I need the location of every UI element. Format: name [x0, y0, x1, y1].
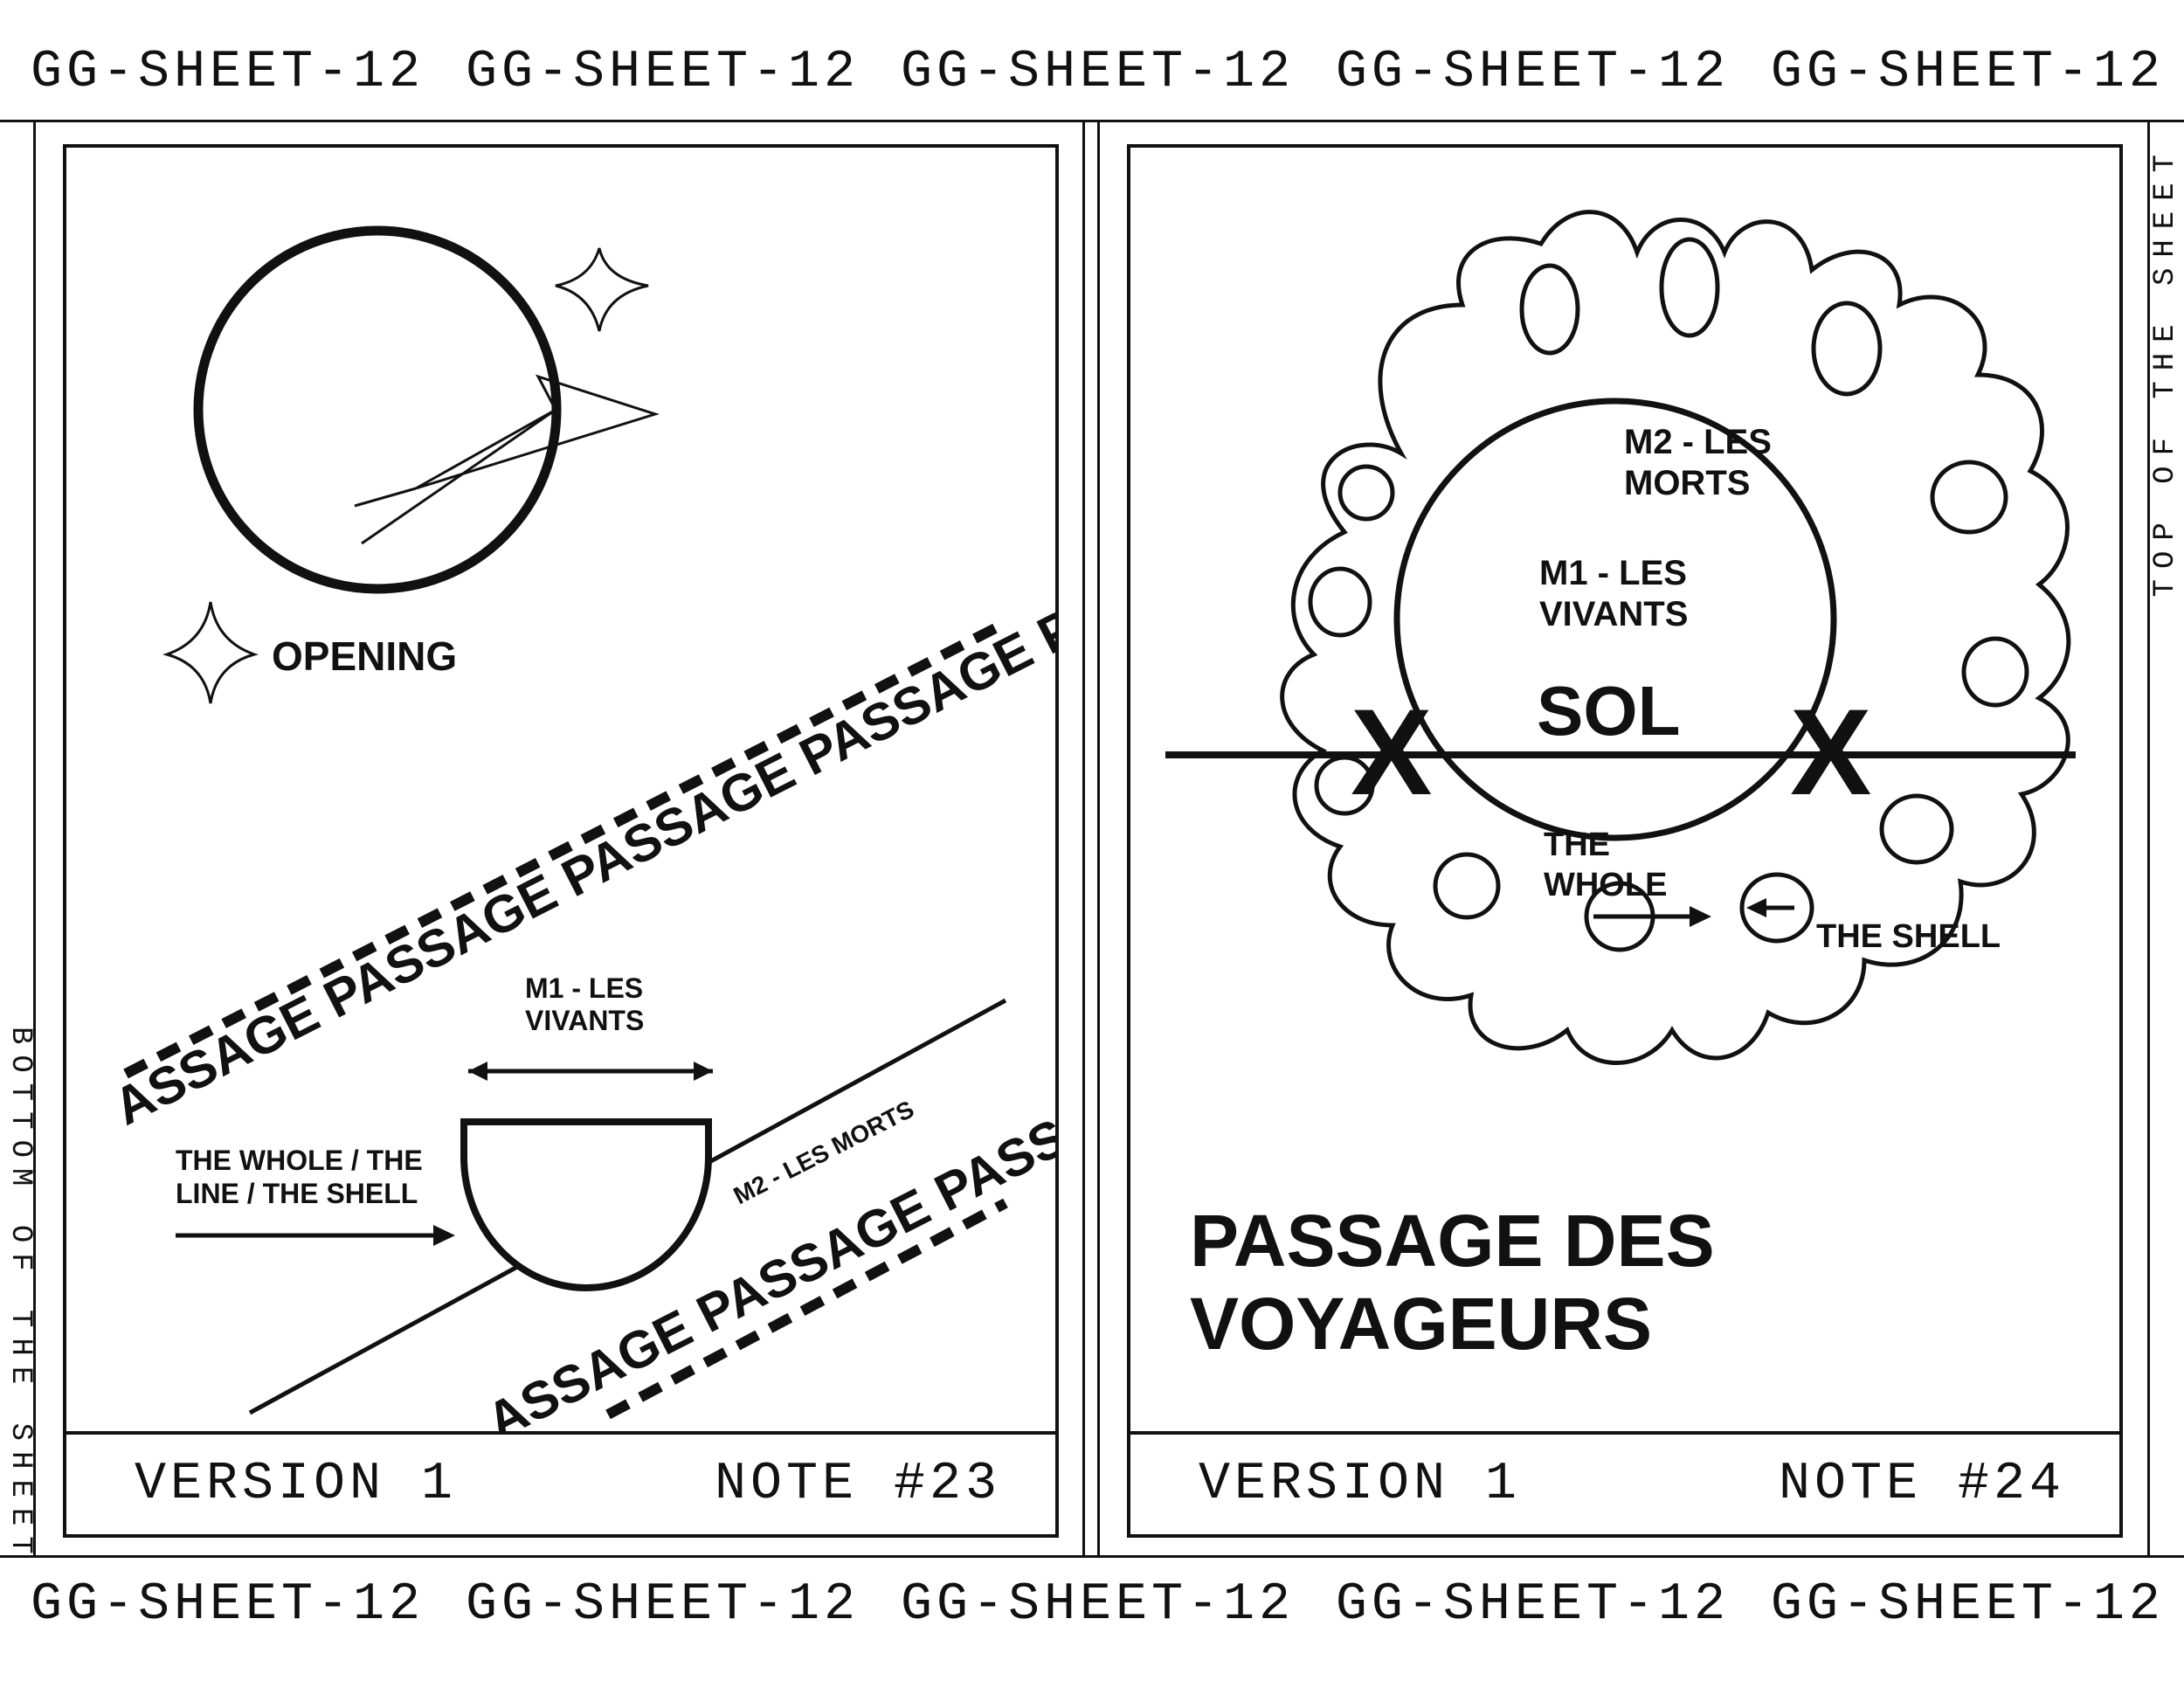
card-footer: VERSION 1 NOTE #24	[1130, 1431, 2119, 1534]
version-label: VERSION 1	[1199, 1455, 1522, 1514]
star-icon	[555, 247, 649, 332]
m2-label-line2: MORTS	[1624, 464, 1750, 502]
passage-band-upper-edge	[123, 618, 1008, 1079]
center-rule-b	[1097, 121, 1100, 1557]
half-bowl-shape	[460, 1118, 712, 1291]
bottom-of-sheet-label: BOTTOM OF THE SHEET	[3, 1027, 37, 1565]
arrowhead-icon	[694, 1062, 713, 1081]
note-card-23: OPENING ASSAGE PASSAGE PASSAGE PASSAGE P…	[63, 144, 1059, 1538]
opening-label: OPENING	[272, 633, 457, 679]
footer-rule	[0, 1555, 2184, 1558]
card-footer: VERSION 1 NOTE #23	[66, 1431, 1055, 1534]
arrowhead-icon	[1690, 906, 1711, 927]
sheet-id: GG-SHEET-12	[900, 43, 1296, 102]
sol-diagram: X X M2 - LES MORTS M1 - LES VIVANTS SOL …	[1165, 210, 2076, 1365]
passage-band-upper-text: ASSAGE PASSAGE PASSAGE PASSAGE PASSA	[104, 533, 1055, 1136]
m1-label-line2: VIVANTS	[1539, 595, 1688, 633]
m1-circle	[1393, 398, 1837, 841]
header-rule	[0, 120, 2184, 122]
whole-label-line2: LINE / THE SHELL	[176, 1178, 418, 1209]
sheet-id: GG-SHEET-12	[900, 1575, 1296, 1635]
version-label: VERSION 1	[135, 1455, 458, 1514]
sheet-id: GG-SHEET-12	[465, 1575, 860, 1635]
m1-label-line2: VIVANTS	[525, 1005, 644, 1036]
diagram-title-line2: VOYAGEURS	[1190, 1283, 1652, 1365]
m1-label-line1: M1 - LES	[525, 972, 643, 1004]
m2-label-line1: M2 - LES	[1624, 423, 1772, 461]
right-margin-rule	[2147, 121, 2150, 1557]
sheet-header: GG-SHEET-12 GG-SHEET-12 GG-SHEET-12 GG-S…	[0, 24, 2184, 121]
whole-label-line1: THE	[1544, 827, 1610, 863]
whole-label-line1: THE WHOLE / THE	[176, 1145, 423, 1176]
sheet-id: GG-SHEET-12	[1770, 43, 2165, 102]
passage-band-lower-edge	[605, 1198, 1008, 1420]
opening-star-icon	[162, 601, 259, 704]
left-cross-mark: X	[1351, 683, 1432, 820]
note-number: NOTE #24	[1778, 1455, 2065, 1514]
sheet-id: GG-SHEET-12	[31, 43, 425, 102]
sheet-id: GG-SHEET-12	[31, 1575, 425, 1635]
diagram-title-line1: PASSAGE DES	[1190, 1200, 1715, 1282]
whole-label-line2: WHOLE	[1544, 867, 1667, 903]
opening-circle	[193, 225, 562, 594]
note-number: NOTE #23	[714, 1455, 1001, 1514]
sol-label: SOL	[1537, 672, 1680, 750]
sheet-id: GG-SHEET-12	[1335, 43, 1730, 102]
left-margin-rule	[33, 121, 36, 1557]
arrowhead-icon	[433, 1225, 455, 1246]
shell-label: THE SHELL	[1816, 918, 2001, 955]
arrowhead-icon	[468, 1062, 487, 1081]
center-rule-a	[1082, 121, 1085, 1557]
the-shell-outline	[1280, 210, 2071, 1065]
top-of-sheet-label: TOP OF THE SHEET	[2149, 144, 2182, 598]
sheet-id: GG-SHEET-12	[1770, 1575, 2165, 1635]
passage-diagram: OPENING ASSAGE PASSAGE PASSAGE PASSAGE P…	[104, 225, 1055, 1435]
sheet-id: GG-SHEET-12	[1335, 1575, 1730, 1635]
zigzag-arrow-icon	[415, 374, 660, 490]
sheet-footer: GG-SHEET-12 GG-SHEET-12 GG-SHEET-12 GG-S…	[0, 1557, 2184, 1653]
note-card-24: X X M2 - LES MORTS M1 - LES VIVANTS SOL …	[1127, 144, 2123, 1538]
sheet-id: GG-SHEET-12	[465, 43, 860, 102]
right-cross-mark: X	[1790, 683, 1871, 820]
m1-label-line1: M1 - LES	[1539, 554, 1687, 592]
arrowhead-icon	[1746, 898, 1766, 917]
